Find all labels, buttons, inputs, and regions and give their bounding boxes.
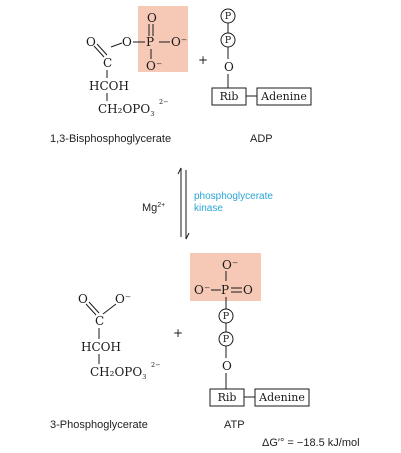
atp-adenine: Adenine xyxy=(258,391,305,404)
atp-oxygen: O xyxy=(222,359,232,373)
adp-name: ADP xyxy=(250,133,273,145)
cofactor-label: Mg2+ xyxy=(142,202,165,214)
pg-carbonyl-oxygen: O xyxy=(78,292,88,306)
forward-arrow-head xyxy=(177,167,182,175)
reverse-arrow-head xyxy=(185,232,190,240)
ch2opo3-group: CH₂OPO3 xyxy=(98,102,154,118)
bpg-name: 1,3-Bisphosphoglycerate xyxy=(50,133,171,145)
adp-oxygen: O xyxy=(224,60,234,74)
phosphoryl-top-oxygen: O xyxy=(147,11,157,25)
product-plus-sign: + xyxy=(173,326,183,340)
atp-adenine-box xyxy=(254,388,310,407)
pg-hcoh-group: HCOH xyxy=(81,340,121,354)
hcoh-group: HCOH xyxy=(89,79,129,93)
adp-phosphate-1: P xyxy=(225,11,232,22)
atp-rib: Rib xyxy=(218,391,237,404)
phosphorus-atom: P xyxy=(146,35,154,49)
delta-g-value: ΔG′° = −18.5 kJ/mol xyxy=(262,437,360,449)
atp-name: ATP xyxy=(224,419,245,431)
atp-phosphate-1: P xyxy=(223,311,230,322)
atp-gamma-right-oxygen: O xyxy=(243,283,253,297)
enzyme-name-line1: phosphoglycerate xyxy=(194,191,273,202)
ch2opo3-charge: 2− xyxy=(159,98,169,106)
pg-ch2opo3-charge: 2− xyxy=(151,361,161,369)
atp-gamma-top-oxygen: O⁻ xyxy=(222,258,238,272)
c-o-double-bond-a xyxy=(93,45,105,58)
atp-gamma-left-oxygen: O⁻ xyxy=(194,283,210,297)
pg-c-o-bond xyxy=(102,303,117,315)
bridging-oxygen: O xyxy=(122,35,132,49)
carboxyl-carbon: C xyxy=(103,56,112,70)
enzyme-name-line2: kinase xyxy=(194,203,223,214)
reactant-plus-sign: + xyxy=(198,53,208,67)
atp-gamma-phosphorus: P xyxy=(221,283,229,297)
phosphoryl-right-oxygen: O⁻ xyxy=(171,35,187,49)
phosphoryl-bottom-oxygen: O⁻ xyxy=(146,59,162,73)
pg-ch2opo3-group: CH₂OPO3 xyxy=(90,365,146,381)
pg-carboxyl-carbon: C xyxy=(95,314,104,328)
adp-adenine: Adenine xyxy=(260,90,307,103)
pg-carboxylate-oxygen: O⁻ xyxy=(115,292,131,306)
adp-phosphate-2: P xyxy=(225,35,232,46)
adp-rib: Rib xyxy=(220,90,239,103)
adp-adenine-box xyxy=(256,87,312,106)
pg-c-o-double-b xyxy=(88,301,100,314)
transferred-phosphoryl-highlight xyxy=(138,6,188,72)
c-o-bond xyxy=(110,42,123,48)
pg-c-o-double-a xyxy=(85,303,97,316)
pg-name: 3-Phosphoglycerate xyxy=(50,419,148,431)
c-o-double-bond-b xyxy=(96,43,108,56)
atp-phosphate-2: P xyxy=(223,334,230,345)
carbonyl-oxygen: O xyxy=(86,35,96,49)
